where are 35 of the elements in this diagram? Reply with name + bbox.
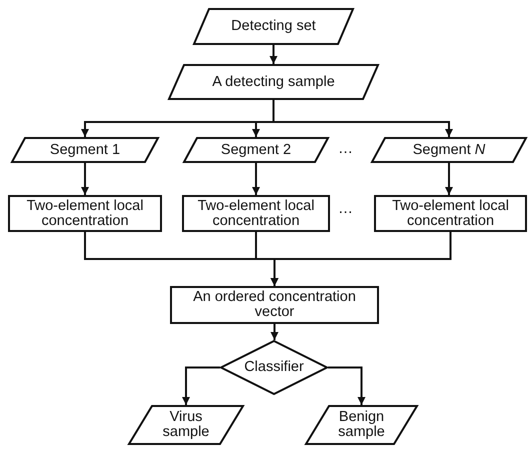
node-label: Benign sample: [337, 410, 386, 440]
process-box: [8, 195, 162, 232]
node-label: Segment 1: [48, 142, 122, 158]
node-label: A detecting sample: [211, 74, 336, 90]
node-label: Segment 2: [220, 142, 292, 158]
arrow: [252, 163, 260, 195]
arrow: [328, 366, 366, 405]
node-label: Classifier: [243, 360, 305, 375]
node-label: Two-element local concentration: [196, 198, 316, 228]
decision-diamond: [220, 340, 328, 395]
data-parallelogram: [11, 137, 159, 163]
ellipsis: …: [338, 140, 353, 157]
node-label: An ordered concentration vector: [192, 290, 357, 320]
process-box: [182, 195, 330, 232]
data-parallelogram: [193, 8, 354, 45]
data-parallelogram: [371, 137, 527, 163]
node-label: Two-element local concentration: [391, 198, 510, 228]
arrow: [272, 100, 453, 137]
arrow: [270, 324, 278, 340]
node-label: Two-element local concentration: [26, 198, 144, 228]
node-label: Detecting set: [230, 19, 317, 34]
node-label: Segment N: [412, 142, 486, 158]
node-label: Virus sample: [162, 410, 210, 440]
arrow: [270, 232, 452, 286]
arrow: [81, 163, 89, 195]
data-parallelogram: [183, 137, 329, 163]
process-box: [170, 286, 379, 324]
data-parallelogram: [305, 405, 418, 445]
arrow: [182, 366, 220, 405]
ellipsis: …: [338, 200, 353, 217]
arrow: [270, 45, 278, 64]
data-parallelogram: [168, 64, 379, 100]
data-parallelogram: [128, 405, 244, 445]
arrow: [445, 163, 453, 195]
process-box: [374, 195, 527, 232]
